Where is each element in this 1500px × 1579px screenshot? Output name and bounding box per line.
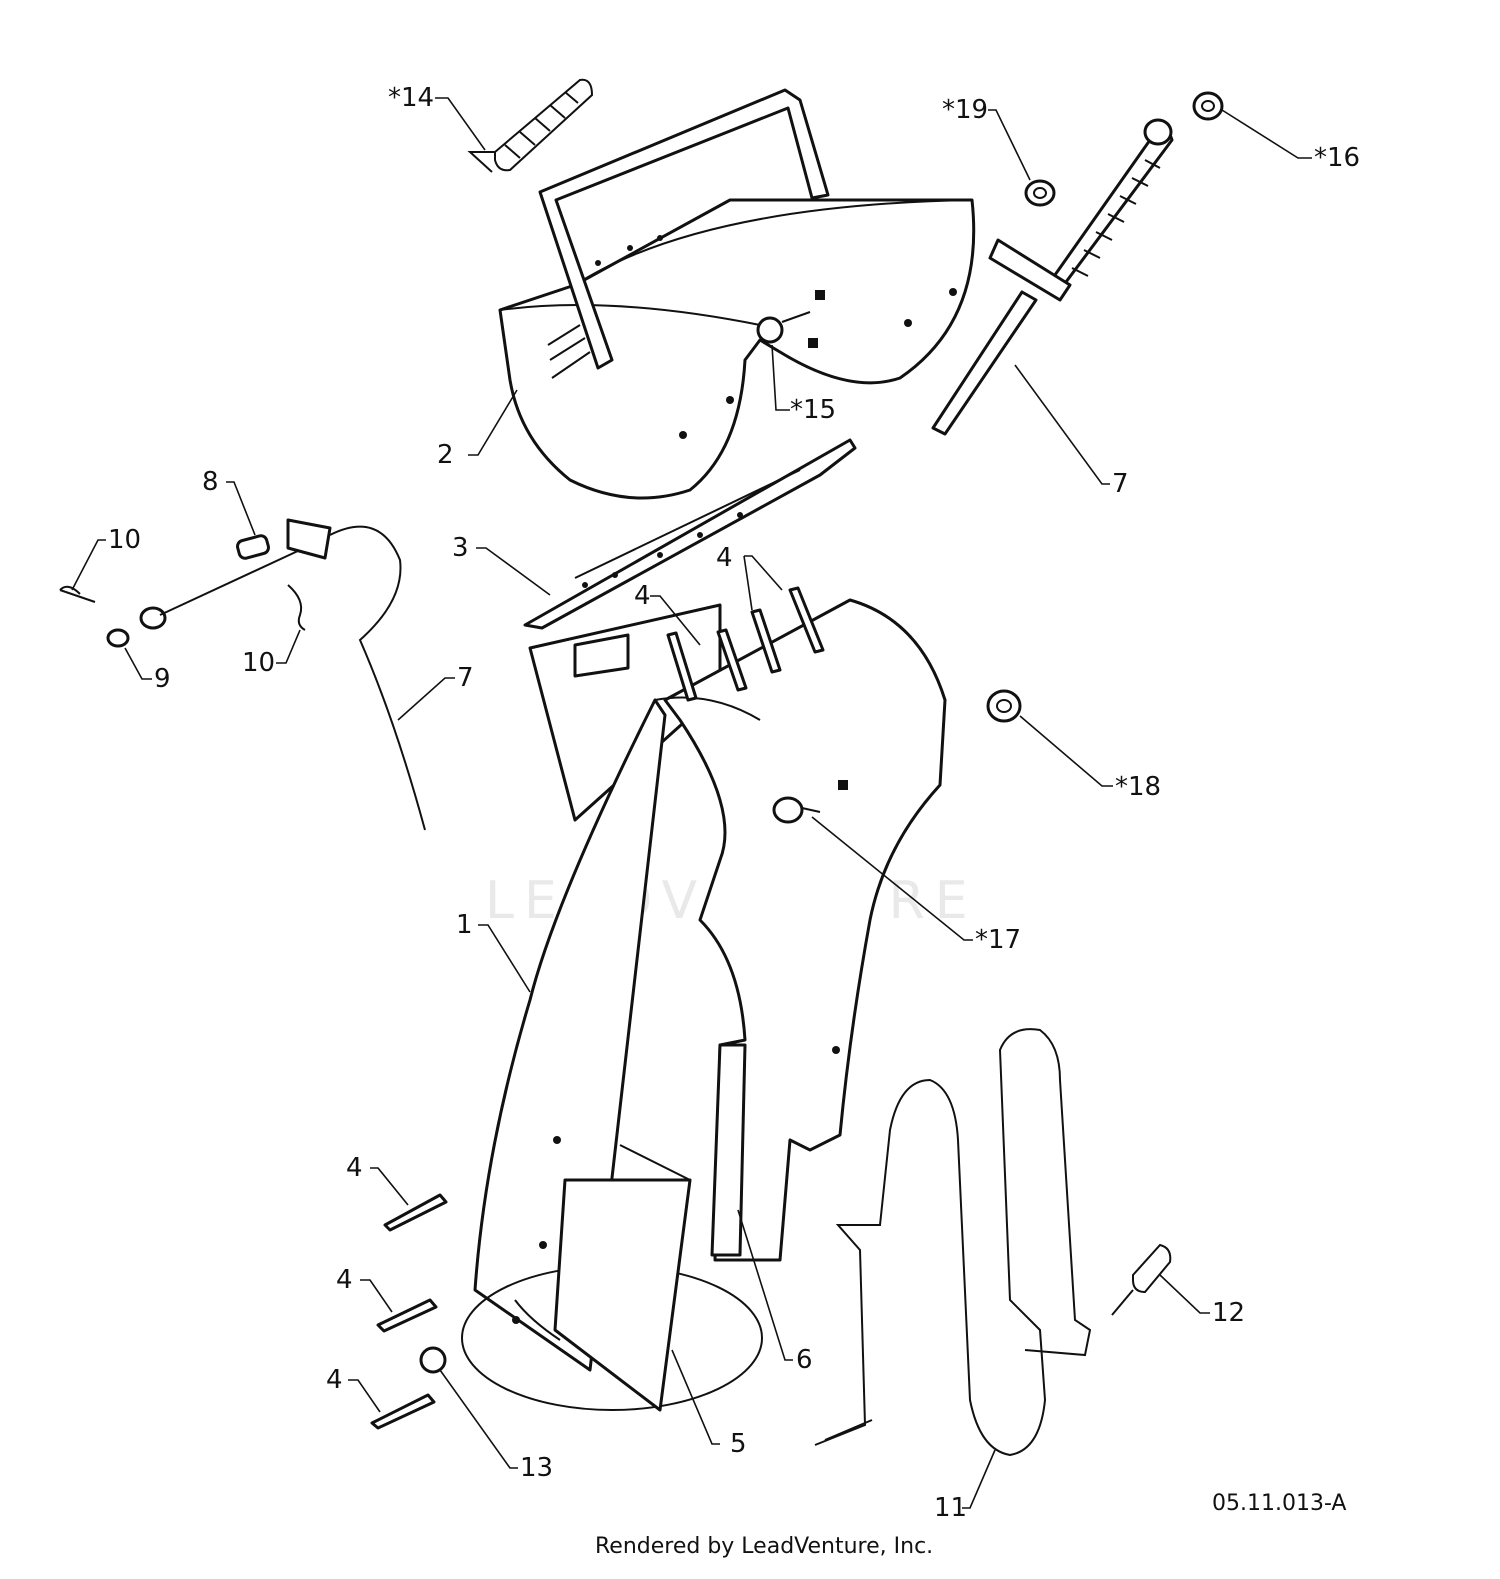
callout-19: *19: [942, 95, 988, 125]
callout-4-upper-left: 4: [634, 581, 651, 611]
callout-17: *17: [975, 925, 1021, 955]
callout-16: *16: [1314, 143, 1360, 173]
callout-12: 12: [1212, 1298, 1245, 1328]
callout-18: *18: [1115, 772, 1161, 802]
nut-16: [1192, 91, 1224, 121]
spring-14: [467, 78, 594, 173]
cable-adjuster-upper: [931, 118, 1174, 436]
callout-6: 6: [796, 1345, 813, 1375]
bracket-plate-5: [553, 1144, 692, 1412]
deflector-hood: [498, 198, 976, 500]
callout-11: 11: [934, 1493, 967, 1523]
callout-10-lower: 10: [242, 648, 275, 678]
chute-body: [461, 598, 947, 1411]
callout-14: *14: [388, 83, 434, 113]
callout-9: 9: [154, 664, 171, 694]
washer-19: [1024, 179, 1056, 207]
callout-5: 5: [730, 1429, 747, 1459]
plate-3: [523, 438, 857, 630]
callout-1: 1: [456, 910, 473, 940]
crank-rod-11: [814, 1028, 1092, 1457]
callout-4-lower-1: 4: [346, 1153, 363, 1183]
nut-13: [419, 1346, 447, 1374]
cable-assembly-left: [59, 518, 426, 831]
strap-6: [710, 1043, 747, 1257]
leader-lines: [71, 97, 1312, 1509]
carriage-bolt-17: [772, 796, 821, 824]
nut-18: [986, 689, 1022, 723]
callout-7-left: 7: [457, 663, 474, 693]
callout-7-upper: 7: [1112, 469, 1129, 499]
deflector-handle: [538, 88, 830, 379]
callout-10-upper: 10: [108, 525, 141, 555]
callout-3: 3: [452, 533, 469, 563]
callout-labels: *14 *19 *16 *15 2 7 8 10 3 4 9 7 *18 *17…: [108, 83, 1360, 1523]
callout-2: 2: [437, 440, 454, 470]
rivets-4-lower: [370, 1193, 448, 1430]
footer-credit: Rendered by LeadVenture, Inc.: [595, 1534, 933, 1559]
callout-15: *15: [790, 395, 836, 425]
callout-13: 13: [520, 1453, 553, 1483]
spring-12: [1111, 1243, 1172, 1316]
callout-4-lower-2: 4: [336, 1265, 353, 1295]
callout-4-lower-3: 4: [326, 1365, 343, 1395]
document-id: 05.11.013-A: [1212, 1491, 1346, 1516]
callout-4-upper-right: 4: [716, 543, 733, 573]
callout-8: 8: [202, 467, 219, 497]
rivets-4-upper: [666, 586, 825, 702]
